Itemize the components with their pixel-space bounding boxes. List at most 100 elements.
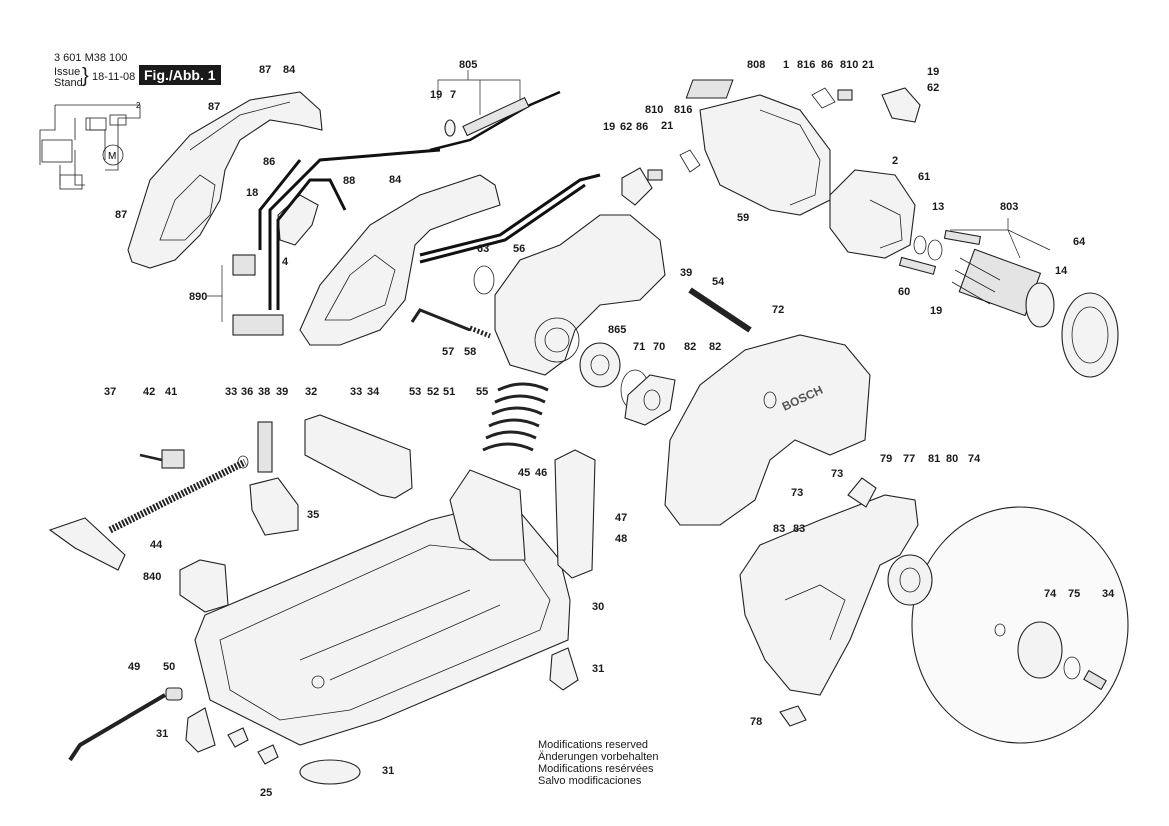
issue-brace: }	[82, 65, 89, 87]
callout: 810	[645, 104, 663, 116]
machine-base	[194, 499, 571, 746]
callout: 59	[737, 212, 749, 224]
callout: 37	[104, 386, 116, 398]
callout: 39	[276, 386, 288, 398]
lock-lever	[410, 308, 471, 332]
vise-nut-41	[161, 449, 185, 469]
callout: 57	[442, 346, 454, 358]
callout: 35	[307, 509, 319, 521]
callout: 51	[443, 386, 455, 398]
callout: 810	[840, 59, 858, 71]
callout: 72	[772, 304, 784, 316]
callout: 79	[880, 453, 892, 465]
washer-75	[1063, 656, 1081, 680]
callout: 50	[163, 661, 175, 673]
callout: 56	[513, 243, 525, 255]
callout: 54	[712, 276, 725, 288]
callout: 84	[283, 64, 296, 76]
callout: 52	[427, 386, 439, 398]
note-german: Änderungen vorbehalten	[538, 751, 659, 763]
pivot-support	[449, 469, 526, 561]
armature	[951, 248, 1055, 328]
callout: 88	[343, 175, 355, 187]
pin-42	[139, 453, 163, 462]
callout: 53	[409, 386, 421, 398]
terminal-number: 2	[136, 101, 141, 110]
lower-blade-guard	[739, 494, 919, 696]
sleeve-50	[165, 687, 183, 701]
callout: 83	[773, 523, 785, 535]
pivot-bolt-36	[257, 421, 273, 473]
document-number: 3 601 M38 100	[54, 52, 128, 64]
callout: 82	[709, 341, 721, 353]
callout: 19	[603, 121, 615, 133]
field-stator	[829, 169, 916, 259]
callout: 33	[225, 386, 237, 398]
cutting-wheel	[911, 506, 1129, 744]
clamp-840	[179, 559, 229, 613]
callout: 87	[259, 64, 271, 76]
brush-60-upper	[943, 229, 982, 246]
callout: 33	[350, 386, 362, 398]
callout: 70	[653, 341, 665, 353]
callout: 18	[246, 187, 258, 199]
callout: 80	[946, 453, 958, 465]
callout: 19	[930, 305, 942, 317]
callout: 64	[1073, 236, 1086, 248]
callout: 84	[389, 174, 402, 186]
callout: 71	[633, 341, 645, 353]
callout: 44	[150, 539, 163, 551]
wiring-diagram-inset: M 2	[39, 101, 141, 190]
handle-shell-left	[127, 91, 323, 269]
gear-housing	[473, 214, 666, 376]
vise-screw	[48, 455, 249, 571]
leader-lines	[207, 70, 1051, 322]
callout: 87	[115, 209, 127, 221]
washer-13	[927, 239, 943, 261]
callout: 4	[282, 256, 289, 268]
stand-label: Stand	[54, 77, 83, 89]
modification-notes: Modifications reserved Änderungen vorbeh…	[538, 739, 658, 787]
hex-key	[68, 693, 167, 762]
issue-date: 18-11-08	[92, 71, 136, 83]
callout: 45	[518, 467, 530, 479]
callout: 86	[821, 59, 833, 71]
fence-plate	[304, 414, 413, 499]
callout-labels: 87 84 87 86 18 87 4 88 890 805 19 7 84 5…	[104, 59, 1115, 799]
callout: 19	[927, 66, 939, 78]
callout: 48	[615, 533, 627, 545]
callout: 31	[156, 728, 168, 740]
callout: 78	[750, 716, 762, 728]
foot-31-right	[549, 647, 579, 691]
callout: 30	[592, 601, 604, 613]
callout: 74	[968, 453, 981, 465]
clip-78	[779, 705, 807, 727]
bolt-34	[1083, 669, 1107, 691]
callout: 82	[684, 341, 696, 353]
note-english: Modifications reserved	[538, 739, 649, 751]
spindle-bearing-assembly	[579, 342, 676, 426]
callout: 21	[862, 59, 874, 71]
brush-60	[898, 256, 937, 275]
callout: 60	[898, 286, 910, 298]
issue-label: Issue	[54, 66, 81, 78]
handle-shell-right	[299, 173, 601, 346]
callout: 75	[1068, 588, 1080, 600]
callout: 25	[260, 787, 272, 799]
callout: 865	[608, 324, 626, 336]
note-french: Modifications resérvées	[538, 763, 654, 775]
pivot-flange-79	[847, 477, 877, 508]
callout: 86	[263, 156, 275, 168]
foot-31-left	[185, 707, 216, 753]
callout: 81	[928, 453, 940, 465]
callout: 39	[680, 267, 692, 279]
callout: 14	[1055, 265, 1068, 277]
callout: 34	[1102, 588, 1115, 600]
callout: 803	[1000, 201, 1018, 213]
callout: 1	[783, 59, 789, 71]
nut	[227, 727, 249, 748]
callout: 890	[189, 291, 207, 303]
callout: 62	[620, 121, 632, 133]
callout: 36	[241, 386, 253, 398]
